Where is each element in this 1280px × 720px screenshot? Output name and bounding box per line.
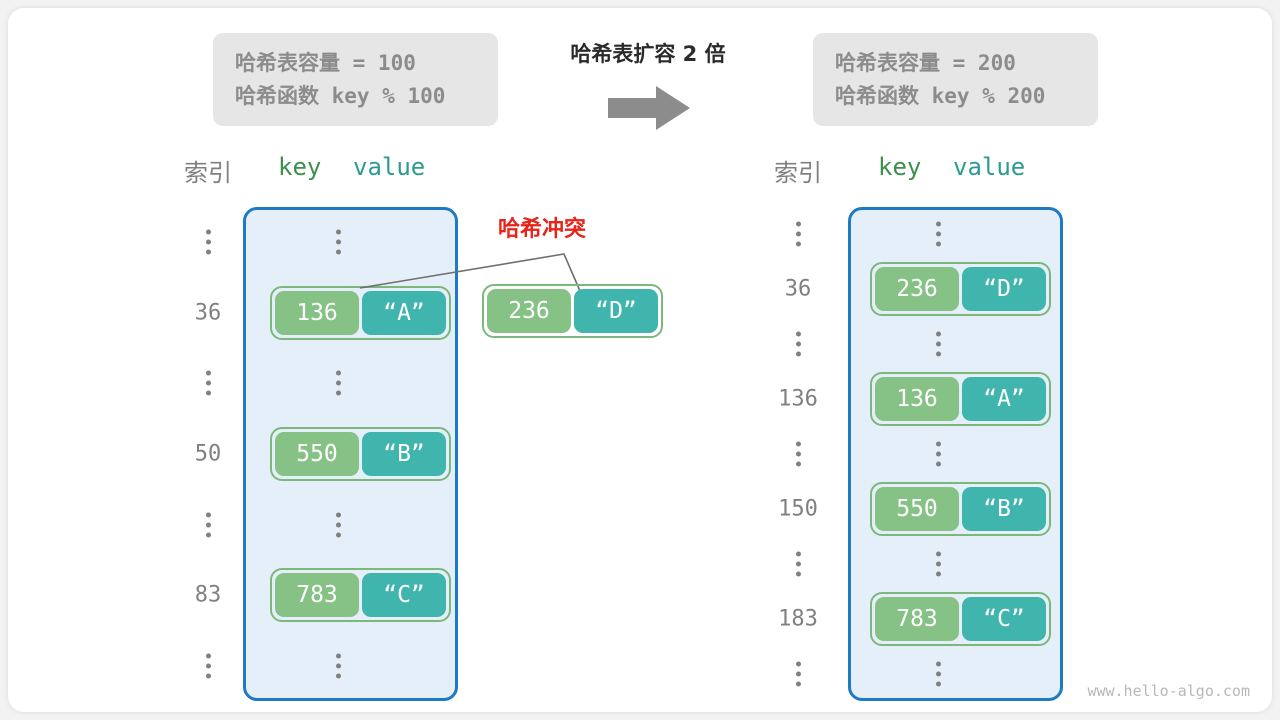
left-index-ellipsis — [173, 512, 243, 538]
before-hash-function-line: 哈希函数 key % 100 — [235, 84, 446, 108]
left-index-label: 36 — [194, 300, 222, 326]
right-index-label: 183 — [778, 606, 818, 632]
right-index-header: 索引 — [774, 159, 822, 187]
right-row-ellipsis — [903, 551, 973, 577]
left-row-ellipsis — [303, 653, 373, 679]
right-index-ellipsis — [763, 551, 833, 577]
after-hash-function-line: 哈希函数 key % 200 — [835, 84, 1046, 108]
right-entry-value: “B” — [962, 486, 1046, 531]
left-key-header: key — [278, 153, 322, 181]
left-entry-value: “B” — [362, 432, 446, 476]
diagram-canvas: 哈希表容量 = 100 哈希函数 key % 100 哈希表扩容 2 倍 哈希表… — [8, 8, 1272, 712]
hash-collision-label: 哈希冲突 — [498, 217, 587, 242]
left-value-header: value — [353, 153, 426, 181]
site-watermark: www.hello-algo.com — [1087, 682, 1250, 700]
right-arrow-icon — [608, 86, 690, 130]
left-index-label: 50 — [194, 441, 222, 467]
colliding-pair-key: 236 — [487, 289, 571, 333]
left-index-ellipsis — [173, 653, 243, 679]
left-row-ellipsis — [303, 229, 373, 255]
right-entry-pair: 136“A” — [870, 372, 1051, 427]
left-index-ellipsis — [173, 370, 243, 396]
colliding-pair: 236 “D” — [482, 284, 663, 338]
right-entry-value: “D” — [962, 267, 1046, 312]
right-entry-key: 236 — [875, 267, 959, 312]
left-index-ellipsis — [173, 229, 243, 255]
right-row-ellipsis — [903, 441, 973, 467]
right-index-ellipsis — [763, 661, 833, 687]
right-entry-pair: 783“C” — [870, 591, 1051, 646]
before-capacity-line: 哈希表容量 = 100 — [235, 51, 416, 75]
left-entry-value: “C” — [362, 573, 446, 618]
left-entry-key: 550 — [275, 432, 359, 476]
right-entry-key: 136 — [875, 377, 959, 422]
left-entry-key: 136 — [275, 290, 359, 335]
right-index-label: 150 — [778, 496, 818, 522]
left-index-label: 83 — [194, 582, 222, 608]
left-entry-value: “A” — [362, 290, 446, 335]
right-entry-key: 783 — [875, 596, 959, 641]
left-index-header: 索引 — [184, 159, 232, 187]
right-value-header: value — [953, 153, 1026, 181]
left-entry-pair: 136“A” — [270, 285, 451, 340]
right-row-ellipsis — [903, 661, 973, 687]
right-row-ellipsis — [903, 221, 973, 247]
right-index-label: 136 — [778, 386, 818, 412]
right-index-ellipsis — [763, 221, 833, 247]
left-entry-pair: 550“B” — [270, 427, 451, 481]
hash-table-before-note: 哈希表容量 = 100 哈希函数 key % 100 — [213, 33, 498, 126]
left-entry-pair: 783“C” — [270, 568, 451, 623]
right-index-ellipsis — [763, 331, 833, 357]
left-row-ellipsis — [303, 370, 373, 396]
colliding-pair-value: “D” — [574, 289, 658, 333]
right-index-ellipsis — [763, 441, 833, 467]
right-entry-value: “A” — [962, 377, 1046, 422]
right-key-header: key — [878, 153, 922, 181]
hash-table-after-note: 哈希表容量 = 200 哈希函数 key % 200 — [813, 33, 1098, 126]
right-entry-pair: 550“B” — [870, 481, 1051, 536]
left-row-ellipsis — [303, 512, 373, 538]
right-entry-pair: 236“D” — [870, 262, 1051, 317]
collision-leader-line — [348, 243, 598, 303]
right-row-ellipsis — [903, 331, 973, 357]
expansion-caption: 哈希表扩容 2 倍 — [570, 42, 726, 66]
right-entry-key: 550 — [875, 486, 959, 531]
right-entry-value: “C” — [962, 596, 1046, 641]
after-capacity-line: 哈希表容量 = 200 — [835, 51, 1016, 75]
left-entry-key: 783 — [275, 573, 359, 618]
right-index-label: 36 — [784, 276, 812, 302]
